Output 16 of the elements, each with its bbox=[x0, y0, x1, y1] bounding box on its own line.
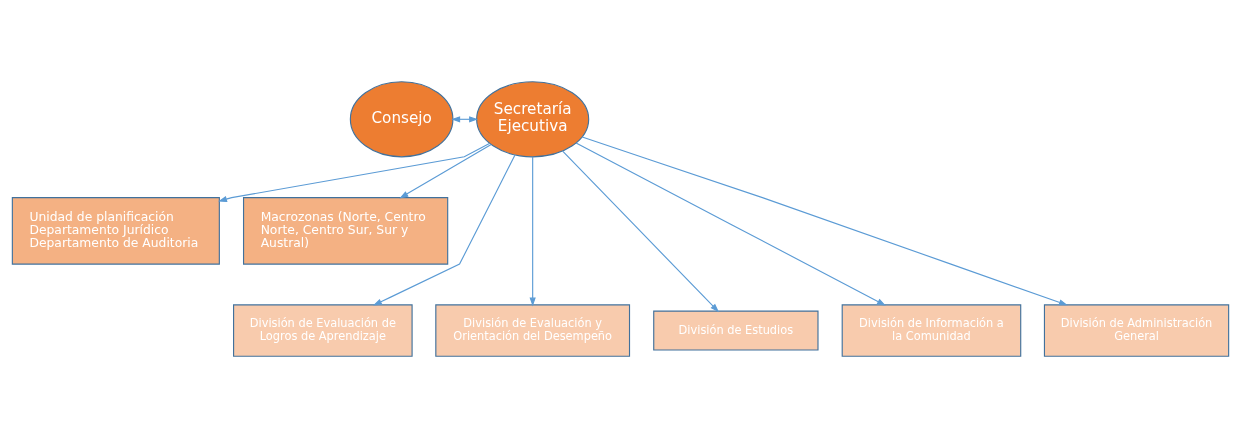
arrow bbox=[372, 154, 516, 306]
node-box: División de Evaluación y Orientación del Desempeño bbox=[435, 304, 631, 357]
node-box: División de Evaluación de Logros de Aprendizaje bbox=[233, 304, 413, 357]
node-box: Macrozonas (Norte, Centro Norte, Centro Sur, Sur y Austral) bbox=[243, 197, 449, 265]
node-ellipse: Consejo bbox=[349, 81, 454, 158]
arrow bbox=[529, 156, 536, 307]
node-box: División de Administración General bbox=[1043, 304, 1230, 357]
arrow bbox=[581, 136, 1068, 306]
arrow bbox=[575, 142, 886, 306]
arrow bbox=[399, 144, 492, 199]
node-box: División de Información a la Comunidad bbox=[841, 304, 1022, 357]
arrow bbox=[218, 142, 490, 203]
node-box: División de Estudios bbox=[653, 310, 819, 351]
node-ellipse: Secretaría Ejecutiva bbox=[476, 81, 590, 158]
arrow bbox=[562, 150, 720, 313]
node-box: Unidad de planificación Departamento Jurídico Departamento de Auditoria bbox=[11, 197, 220, 265]
